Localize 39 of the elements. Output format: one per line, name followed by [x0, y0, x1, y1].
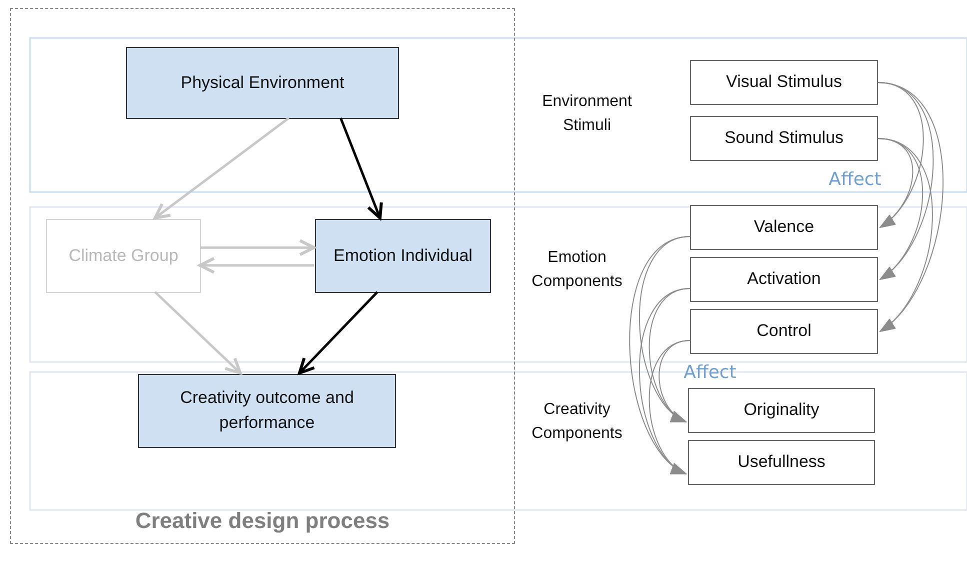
section-label: Creativity Components — [530, 400, 624, 444]
component-box — [690, 60, 878, 105]
arrow — [298, 291, 378, 374]
component-box — [690, 116, 878, 161]
box-label: Control — [756, 320, 812, 342]
arrow — [198, 256, 314, 274]
section-label: Affect — [828, 168, 882, 192]
box-label: Physical Environment — [180, 72, 344, 94]
box-label: Valence — [754, 216, 814, 238]
box-label: Activation — [747, 268, 821, 290]
arrow — [878, 138, 914, 228]
arrow — [878, 138, 933, 332]
box-label: Usefullness — [738, 451, 826, 474]
box-label: Originality — [744, 399, 820, 422]
box-label: Sound Stimulus — [724, 127, 844, 150]
component-box — [690, 257, 878, 302]
component-box — [688, 440, 875, 485]
process-box — [126, 47, 399, 119]
section-label: Environment Stimuli — [541, 92, 633, 136]
process-box — [46, 219, 201, 293]
arrow — [878, 138, 924, 280]
component-box — [690, 205, 878, 250]
group-title: Creative design process — [135, 507, 390, 536]
arrow — [154, 117, 290, 220]
box-label: Emotion Individual — [334, 244, 472, 267]
process-box — [138, 374, 396, 448]
component-box — [690, 309, 878, 354]
section-label: Affect — [682, 361, 738, 385]
process-box — [315, 219, 491, 293]
arrow — [648, 340, 690, 474]
arrow — [200, 239, 316, 256]
component-box — [688, 388, 875, 433]
section-label: Emotion Components — [530, 248, 624, 292]
box-label: Creativity outcome and performance — [179, 387, 355, 434]
box-label: Climate Group — [68, 244, 178, 267]
arrow — [154, 291, 242, 374]
box-label: Visual Stimulus — [726, 71, 842, 94]
dashed-group-frame — [10, 8, 515, 544]
arrow — [340, 118, 383, 220]
